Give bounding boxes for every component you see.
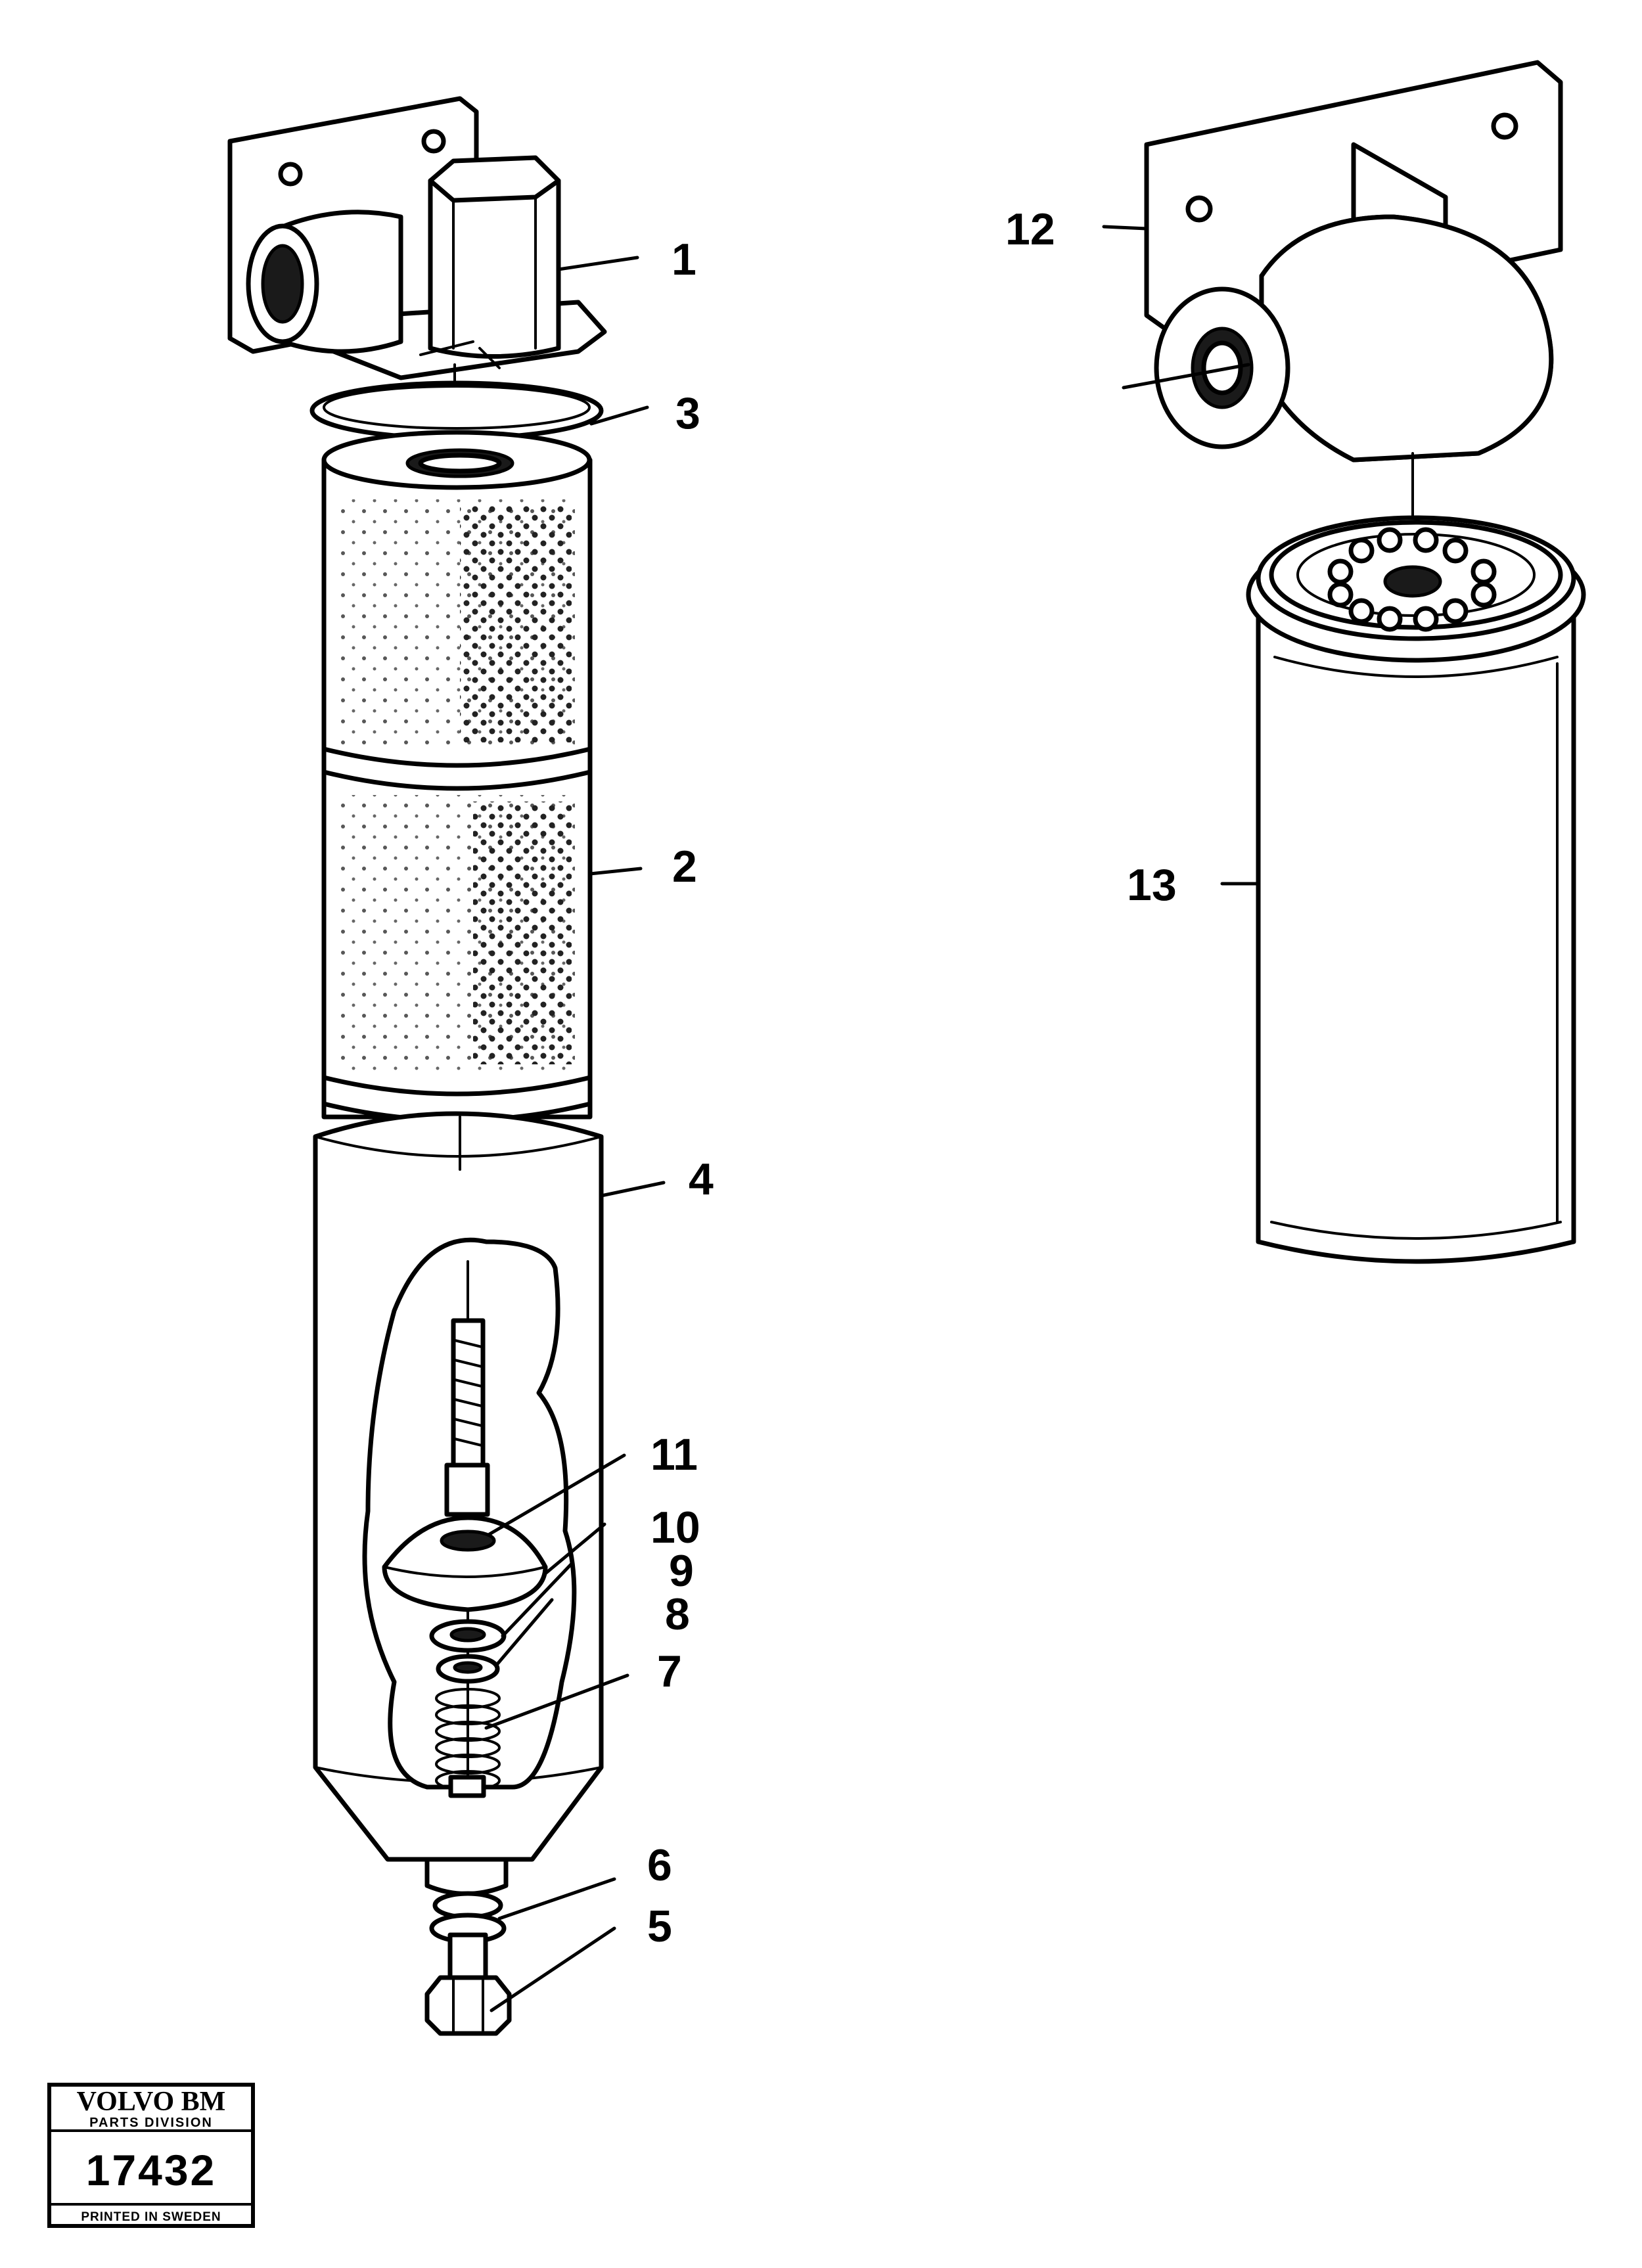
stamp-number: 17432 (86, 2146, 217, 2194)
callout-labels: 1 2 3 4 5 6 7 8 9 10 11 12 13 (647, 204, 1177, 1951)
callout-2: 2 (672, 842, 697, 892)
stamp-footer: PRINTED IN SWEDEN (81, 2210, 221, 2224)
callout-7: 7 (657, 1646, 682, 1696)
filter-bowl (313, 1111, 604, 1862)
stamp-division: PARTS DIVISION (89, 2116, 213, 2130)
spin-on-filter-head (1144, 60, 1563, 579)
spring (435, 1688, 501, 1798)
callout-4: 4 (689, 1154, 714, 1204)
filter-head (227, 96, 607, 461)
drain-plug (424, 1932, 512, 2036)
callout-10: 10 (650, 1503, 700, 1553)
o-ring-seal (309, 380, 604, 441)
leader-lines (484, 225, 1260, 2012)
callout-8: 8 (665, 1589, 690, 1639)
callout-6: 6 (647, 1840, 672, 1890)
callout-13: 13 (1127, 860, 1177, 910)
callout-12: 12 (1005, 204, 1055, 254)
callout-3: 3 (675, 388, 700, 438)
stamp-brand: VOLVO BM (77, 2087, 226, 2117)
callout-1: 1 (672, 235, 696, 284)
callout-11: 11 (650, 1430, 698, 1480)
callout-5: 5 (647, 1901, 672, 1951)
conical-cup (382, 1515, 548, 1612)
volvo-bm-stamp: VOLVO BM PARTS DIVISION 17432 PRINTED IN… (47, 2083, 255, 2228)
callout-9: 9 (669, 1546, 694, 1596)
filter-element (321, 430, 593, 1123)
spin-on-filter (1246, 515, 1586, 1264)
